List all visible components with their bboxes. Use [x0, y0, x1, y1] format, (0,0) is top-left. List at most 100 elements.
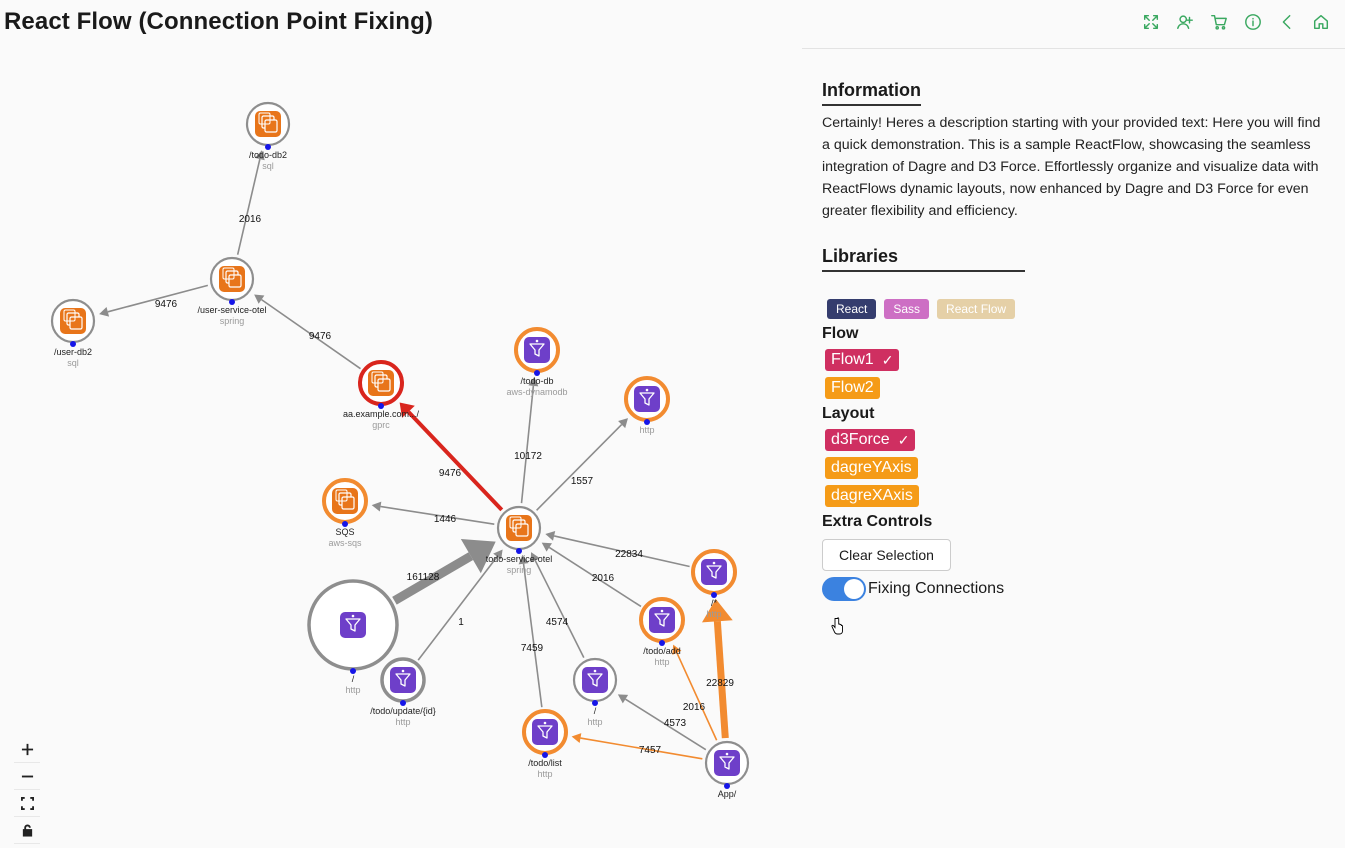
zoom-out-button[interactable]	[14, 763, 40, 790]
node-label: /todo/update/{id}	[370, 706, 436, 716]
zoom-in-button[interactable]	[14, 736, 40, 763]
handle-dot[interactable]	[724, 783, 730, 789]
edge-line[interactable]	[107, 284, 209, 313]
handle-dot[interactable]	[592, 700, 598, 706]
home-icon[interactable]	[1311, 12, 1331, 32]
edge-line[interactable]	[553, 535, 690, 568]
fixing-connections-toggle[interactable]	[822, 577, 866, 601]
server-stack-icon	[506, 515, 532, 541]
dagre-x-label: dagreXAxis	[831, 487, 913, 504]
edge-line[interactable]	[580, 737, 703, 760]
cart-icon[interactable]	[1209, 12, 1229, 32]
dagre-y-chip[interactable]: dagreYAxis	[825, 457, 918, 479]
node-sublabel: http	[706, 609, 721, 619]
toggle-knob	[844, 579, 864, 599]
handle-dot[interactable]	[350, 668, 356, 674]
handle-dot[interactable]	[378, 403, 384, 409]
node-app[interactable]: App/	[704, 740, 750, 799]
info-icon[interactable]	[1243, 12, 1263, 32]
edge-arrowhead	[618, 418, 628, 429]
clear-selection-button[interactable]: Clear Selection	[822, 539, 951, 571]
lock-icon[interactable]	[14, 817, 40, 844]
edge-label: 2016	[592, 573, 615, 584]
flow2-chip[interactable]: Flow2	[825, 377, 880, 399]
handle-dot[interactable]	[542, 752, 548, 758]
edge-label: 9476	[309, 331, 332, 342]
edge-line[interactable]	[520, 385, 535, 504]
toolbar	[1141, 12, 1331, 32]
dagre-x-chip[interactable]: dagreXAxis	[825, 485, 919, 507]
node-star-http[interactable]: /*http	[691, 549, 737, 619]
edge-label: 10172	[514, 451, 542, 462]
server-stack-icon	[332, 488, 358, 514]
node-slash-http[interactable]: /http	[572, 657, 618, 727]
edge-line[interactable]	[676, 652, 718, 741]
handle-dot[interactable]	[70, 341, 76, 347]
node-label: App/	[718, 789, 737, 799]
node-root-http[interactable]: /http	[307, 579, 399, 695]
node-aa-example[interactable]: aa.example.com.../gprc	[343, 360, 420, 430]
edge-label: 4574	[546, 617, 569, 628]
node-label: /	[352, 674, 355, 684]
handle-dot[interactable]	[659, 640, 665, 646]
edge-line[interactable]	[261, 298, 361, 370]
handle-dot[interactable]	[711, 592, 717, 598]
library-tags: React Sass React Flow	[827, 299, 1332, 319]
node-sublabel: sql	[262, 161, 274, 171]
handle-dot[interactable]	[229, 299, 235, 305]
edge-label: 1557	[571, 476, 594, 487]
flow-graph[interactable]: 2016947694761017215579476144616112822834…	[0, 48, 802, 848]
edge-line[interactable]	[417, 556, 498, 661]
funnel-icon	[524, 337, 550, 363]
edge-line[interactable]	[392, 552, 474, 605]
handle-dot[interactable]	[265, 144, 271, 150]
extra-controls-heading: Extra Controls	[822, 513, 933, 530]
node-todo-update[interactable]: /todo/update/{id}http	[370, 657, 436, 727]
node-label: /user-service-otel	[197, 305, 266, 315]
edge-line[interactable]	[534, 559, 585, 658]
node-sublabel: aws-dynamodb	[506, 387, 567, 397]
user-add-icon[interactable]	[1175, 12, 1195, 32]
edge-line[interactable]	[522, 563, 543, 708]
node-label: /todo/list	[528, 758, 562, 768]
edge-line[interactable]	[536, 423, 623, 511]
funnel-icon	[649, 607, 675, 633]
funnel-icon	[701, 559, 727, 585]
edge-line[interactable]	[406, 410, 504, 512]
fit-view-button[interactable]	[14, 790, 40, 817]
edge-arrowhead	[399, 402, 415, 418]
edge-line[interactable]	[236, 158, 261, 255]
handle-dot[interactable]	[644, 419, 650, 425]
node-sublabel: sql	[67, 358, 79, 368]
server-stack-icon	[368, 370, 394, 396]
node-sublabel: spring	[507, 565, 532, 575]
edge-line[interactable]	[713, 621, 729, 739]
edge-arrowhead	[617, 694, 629, 704]
edge-label: 1446	[434, 514, 457, 525]
node-http-1[interactable]: http	[624, 376, 670, 435]
handle-dot[interactable]	[534, 370, 540, 376]
node-sublabel: http	[395, 717, 410, 727]
node-label: todo-service-otel	[486, 554, 553, 564]
d3force-chip[interactable]: d3Force✓	[825, 429, 916, 451]
handle-dot[interactable]	[516, 548, 522, 554]
edge-line[interactable]	[548, 546, 642, 608]
handle-dot[interactable]	[400, 700, 406, 706]
edge-line[interactable]	[380, 505, 495, 525]
edge-arrowhead	[254, 150, 265, 161]
back-icon[interactable]	[1277, 12, 1297, 32]
handle-dot[interactable]	[342, 521, 348, 527]
edge-line[interactable]	[625, 698, 707, 751]
fullscreen-icon[interactable]	[1141, 12, 1161, 32]
flow1-chip[interactable]: Flow1✓	[825, 349, 900, 371]
node-sublabel: http	[345, 685, 360, 695]
